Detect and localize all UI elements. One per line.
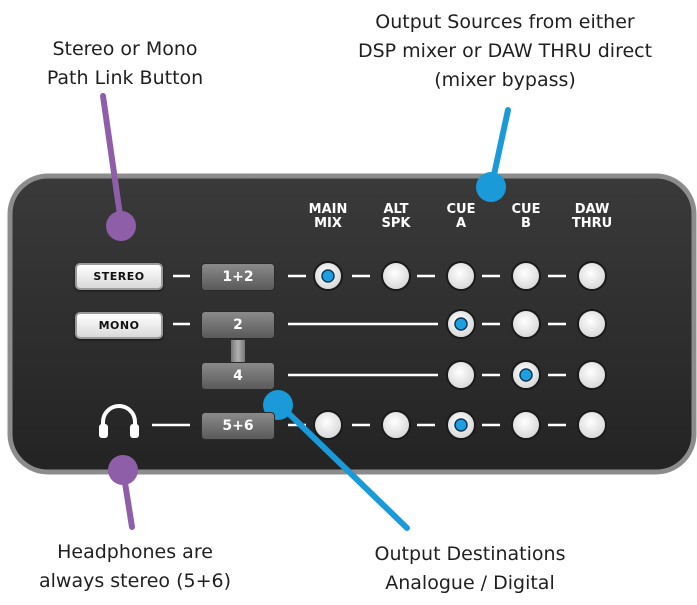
column-header-line: SPK: [381, 216, 411, 231]
column-header-line: B: [521, 216, 531, 231]
knob-4-daw-thru: [577, 410, 607, 440]
knob-2-cue-b: [511, 309, 541, 339]
knob-1-alt-spk: [381, 261, 411, 291]
annotation-link-button: Stereo or Mono Path Link Button: [10, 35, 240, 93]
connection-lines: [152, 274, 566, 427]
annotation-text: Output Destinations: [374, 543, 566, 565]
knob-4-main-mix: [313, 410, 343, 440]
column-header-cue-a: CUE A: [431, 203, 491, 231]
knob-4-alt-spk: [381, 410, 411, 440]
knob-1-cue-b: [511, 261, 541, 291]
knob-row-2: [446, 309, 607, 339]
annotation-headphones: Headphones are always stereo (5+6): [30, 538, 240, 596]
output-pill-4[interactable]: 4: [201, 362, 275, 390]
knob-4-cue-b: [511, 410, 541, 440]
annotation-text: Output Sources from either: [375, 11, 635, 33]
knob-row-3: [446, 360, 607, 390]
column-header-line: A: [455, 216, 467, 231]
column-header-line: DAW: [574, 202, 610, 217]
callout-dot-link-button: [106, 211, 136, 241]
annotation-text: (mixer bypass): [434, 69, 576, 91]
annotation-text: Stereo or Mono: [52, 38, 198, 60]
callout-dot-output-sources: [476, 172, 506, 202]
annotation-text: DSP mixer or DAW THRU direct: [357, 40, 653, 62]
output-pill-1-2[interactable]: 1+2: [201, 263, 275, 291]
output-pill-5-6[interactable]: 5+6: [201, 412, 275, 440]
callout-dot-headphones: [108, 455, 138, 485]
headphones-icon: [99, 404, 139, 438]
annotation-output-destinations: Output Destinations Analogue / Digital: [330, 540, 610, 598]
annotation-text: Analogue / Digital: [385, 572, 555, 594]
annotation-text: Path Link Button: [46, 67, 204, 89]
knob-selected-indicator: [454, 317, 468, 331]
column-header-line: THRU: [571, 216, 613, 231]
annotation-output-sources: Output Sources from either DSP mixer or …: [320, 8, 690, 95]
column-header-alt-spk: ALT SPK: [366, 203, 426, 231]
knob-1-daw-thru: [577, 261, 607, 291]
knob-selected-indicator: [454, 418, 468, 432]
column-header-main-mix: MAIN MIX: [298, 203, 358, 231]
annotation-text: always stereo (5+6): [39, 570, 231, 592]
knob-3-cue-a: [446, 360, 476, 390]
knob-3-daw-thru: [577, 360, 607, 390]
column-header-line: CUE: [446, 202, 476, 217]
column-header-line: MAIN: [308, 202, 348, 217]
mono-link-bar: [231, 340, 245, 362]
column-header-daw-thru: DAW THRU: [562, 203, 622, 231]
knob-row-4: [313, 410, 607, 440]
knob-2-daw-thru: [577, 309, 607, 339]
knob-1-cue-a: [446, 261, 476, 291]
output-pill-2[interactable]: 2: [201, 311, 275, 339]
column-header-line: CUE: [511, 202, 541, 217]
column-header-cue-b: CUE B: [496, 203, 556, 231]
mono-button[interactable]: MONO: [75, 312, 163, 339]
column-header-line: MIX: [314, 216, 342, 231]
annotation-text: Headphones are: [57, 541, 213, 563]
knob-row-1: [313, 261, 607, 291]
column-header-line: ALT: [383, 202, 409, 217]
callout-pointers: [100, 93, 511, 531]
knob-selected-indicator: [321, 269, 335, 283]
knob-selected-indicator: [519, 368, 533, 382]
stereo-button[interactable]: STEREO: [75, 263, 163, 290]
